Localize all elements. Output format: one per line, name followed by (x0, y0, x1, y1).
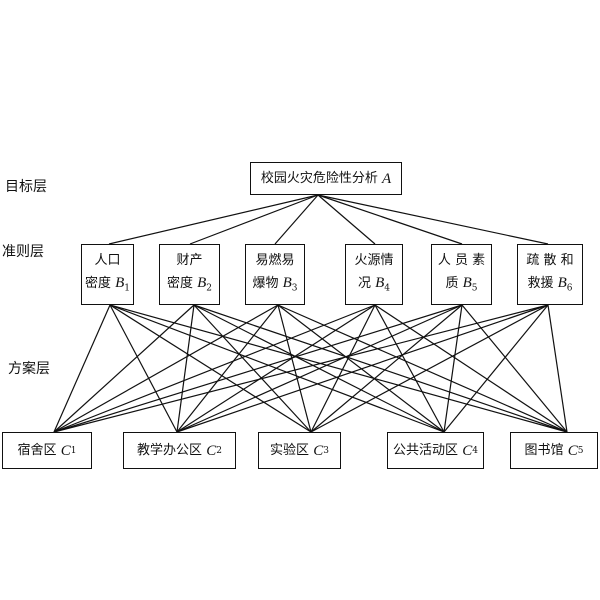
edge-a-b4 (317, 194, 376, 245)
criterion-line2: 救援 B6 (527, 274, 573, 294)
criterion-line1: 易燃易 (255, 252, 295, 268)
criterion-line1: 人口 (94, 252, 121, 268)
criterion-line2: 密度 B1 (84, 274, 131, 294)
edge-b2-c5 (193, 304, 568, 433)
edge-a-b2 (189, 194, 319, 245)
edge-a-b3 (274, 194, 319, 245)
level-label-criteria: 准则层 (2, 244, 44, 260)
criterion-line2: 密度 B2 (166, 274, 213, 294)
criterion-node-b6: 疏 散 和救援 B6 (517, 244, 583, 305)
edge-b3-c5 (277, 304, 568, 433)
goal-symbol: A (381, 170, 392, 187)
edge-a-b1 (108, 194, 319, 245)
edge-b4-c2 (176, 304, 376, 433)
edge-b3-c2 (176, 304, 279, 433)
edge-b5-c1 (53, 304, 463, 433)
edge-b4-c3 (310, 304, 376, 433)
criterion-line2: 爆物 B3 (252, 274, 298, 294)
edge-a-b6 (317, 194, 549, 245)
edge-a-b5 (317, 194, 463, 245)
criterion-node-b2: 财产密度 B2 (159, 244, 220, 305)
edge-b6-c3 (310, 304, 549, 433)
edge-b3-c3 (277, 304, 312, 433)
edge-b6-c2 (176, 304, 549, 433)
criterion-node-b5: 人 员 素质 B5 (431, 244, 492, 305)
edge-b5-c4 (443, 304, 463, 433)
edge-b5-c2 (176, 304, 463, 433)
level-label-alternatives: 方案层 (8, 361, 50, 377)
criterion-line1: 财产 (176, 252, 203, 268)
edge-b5-c5 (461, 304, 568, 433)
edge-b6-c5 (547, 304, 568, 433)
edge-b2-c1 (53, 304, 195, 433)
edge-b1-c3 (109, 304, 312, 433)
edge-b6-c4 (443, 304, 549, 433)
criterion-line1: 人 员 素 (437, 252, 486, 268)
criterion-node-b1: 人口密度 B1 (81, 244, 134, 305)
edge-b1-c2 (109, 304, 178, 433)
edge-b6-c1 (53, 304, 549, 433)
edge-b4-c1 (53, 304, 376, 433)
goal-node: 校园火灾危险性分析 A (250, 162, 402, 195)
criterion-line2: 况 B4 (357, 274, 391, 294)
edge-b1-c5 (109, 304, 568, 433)
edge-b5-c3 (310, 304, 463, 433)
criterion-node-b3: 易燃易爆物 B3 (245, 244, 305, 305)
edge-b1-c1 (53, 304, 111, 433)
edge-b2-c3 (193, 304, 312, 433)
criterion-line1: 疏 散 和 (526, 252, 574, 268)
criterion-node-b4: 火源情况 B4 (345, 244, 403, 305)
criterion-line1: 火源情 (354, 252, 394, 268)
criterion-line2: 质 B5 (445, 274, 478, 294)
edge-b4-c4 (374, 304, 445, 433)
edge-b4-c5 (374, 304, 568, 433)
edge-b3-c1 (53, 304, 279, 433)
level-label-goal: 目标层 (5, 179, 47, 195)
edge-b2-c2 (176, 304, 195, 433)
goal-text: 校园火灾危险性分析 (260, 170, 378, 186)
